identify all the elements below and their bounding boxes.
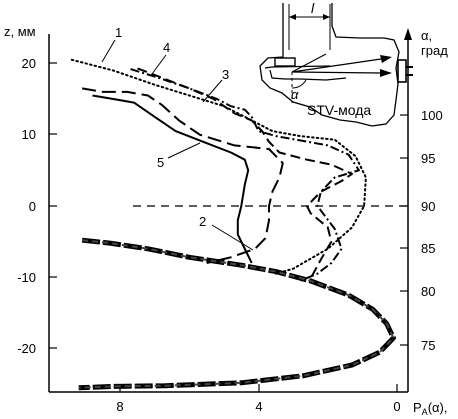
left-tick-label: -10 (17, 270, 36, 285)
curve-label-leaders (101, 39, 254, 251)
curve-label-leader (211, 224, 254, 251)
right-axis-arrow (404, 28, 412, 40)
right-axis-label-line2: град (421, 43, 448, 58)
curve-label-leader (167, 142, 201, 159)
inset-ray-1 (291, 58, 382, 73)
bottom-axis-label-rest: (α), (428, 400, 448, 415)
series-layer (70, 58, 396, 391)
bottom-tick-label: 8 (116, 399, 123, 414)
left-tick-label: 20 (22, 56, 36, 71)
bottom-axis-label: PA(α), (413, 400, 447, 417)
bottom-axis-label-main: P (413, 400, 422, 415)
inset-ray-1-head (380, 55, 392, 63)
right-tick-label: 100 (421, 108, 443, 123)
curve-label-2: 2 (199, 214, 206, 229)
bottom-axis-label-sub: A (422, 407, 428, 417)
inset-contour-upper (264, 65, 331, 69)
right-ticks (400, 114, 408, 346)
bottom-tick-label: 0 (393, 399, 400, 414)
series-line-2 (81, 87, 284, 264)
inset-sketch: l α STV-мода (259, 0, 413, 127)
series-line-base-overlay (78, 239, 395, 389)
inset-mode-label: STV-мода (307, 102, 371, 118)
inset-dimension-arrow-left (289, 14, 296, 20)
inset-angle-arc (291, 79, 307, 89)
inset-ray-3 (291, 53, 327, 73)
right-tick-label: 90 (421, 199, 435, 214)
inset-ray-2-head (380, 69, 392, 77)
bottom-tick-label: 4 (255, 399, 262, 414)
inset-angle-label: α (291, 87, 299, 102)
right-tick-label: 80 (421, 284, 435, 299)
curve-label-5: 5 (157, 155, 164, 170)
inset-transducer (274, 57, 296, 67)
curve-label-leader (202, 79, 223, 103)
right-tick-label: 75 (421, 338, 435, 353)
left-ticks (49, 62, 57, 349)
right-axis-label-line1: α, (421, 28, 432, 43)
left-axis-label: z, мм (4, 24, 36, 39)
series-line-4 (130, 68, 360, 282)
curve-label-leader (101, 39, 116, 63)
right-tick-label: 85 (421, 241, 435, 256)
right-tick-label: 95 (421, 151, 435, 166)
inset-receiver (397, 59, 407, 83)
left-tick-label: 0 (29, 199, 36, 214)
curve-label-leader (151, 54, 167, 75)
inset-ray-2 (291, 71, 382, 74)
left-tick-label: 10 (22, 127, 36, 142)
curve-label-4: 4 (163, 40, 170, 55)
series-line-5 (92, 94, 253, 264)
inset-dimension-label: l (311, 0, 315, 16)
curve-label-1: 1 (115, 25, 122, 40)
curve-label-3: 3 (222, 67, 229, 82)
left-tick-label: -20 (17, 341, 36, 356)
inset-body (259, 3, 400, 127)
inset-dimension-arrow-right (323, 14, 330, 20)
series-line-1 (70, 58, 367, 275)
